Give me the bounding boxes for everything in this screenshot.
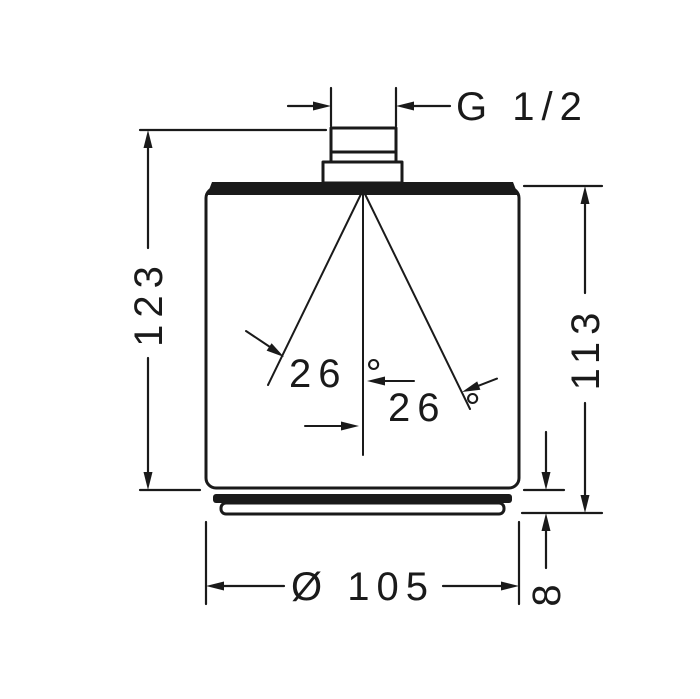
shower-top-face — [207, 182, 518, 195]
body-height-arrowhead-top-icon — [580, 186, 590, 204]
diameter-label: Ø 105 — [291, 565, 435, 609]
overall-height-label: 123 — [127, 259, 171, 347]
plate-height-label: 8 — [525, 577, 569, 606]
angle-left-arrowhead-icon — [266, 343, 284, 357]
angle-left-center-arrowhead-icon — [367, 376, 385, 386]
connector-nut — [329, 126, 398, 164]
dimension-body-height-group: 113 — [520, 184, 608, 515]
connector-flange — [321, 160, 404, 185]
spray-right-line — [362, 189, 471, 410]
plate-height-arrowhead-up-icon — [541, 513, 551, 531]
dimension-diameter-group: Ø 105 — [204, 520, 521, 609]
dimension-overall-height-group: 123 — [127, 128, 328, 492]
spray-angle-group: 26 ° 26 ° — [245, 189, 498, 456]
diameter-arrowhead-left-icon — [206, 581, 224, 591]
body-height-label: 113 — [564, 306, 608, 391]
spray-angle-right-label: 26 ° — [388, 386, 488, 430]
shower-body-group — [204, 126, 521, 516]
dimension-plate-height-group: 8 — [522, 430, 569, 607]
thread-arrowhead-right-icon — [396, 101, 414, 111]
plate-height-arrowhead-down-icon — [541, 472, 551, 490]
overall-height-arrowhead-bottom-icon — [143, 472, 153, 490]
angle-right-center-arrowhead-icon — [341, 421, 359, 431]
angle-left-arrow-line — [245, 330, 271, 348]
overall-height-arrowhead-top-icon — [143, 130, 153, 148]
angle-right-arrow-line — [477, 377, 498, 387]
diameter-arrowhead-right-icon — [501, 581, 519, 591]
spray-plate-band — [213, 494, 512, 503]
angle-right-arrowhead-icon — [462, 381, 481, 392]
thread-dimension-label: G 1/2 — [456, 85, 589, 129]
dimension-thread-group: G 1/2 — [286, 85, 589, 129]
body-height-arrowhead-bottom-icon — [580, 495, 590, 513]
spray-plate-disc — [219, 501, 506, 516]
spray-angle-left-label: 26 ° — [289, 352, 389, 396]
spray-left-line — [267, 189, 364, 386]
thread-arrowhead-left-icon — [313, 101, 331, 111]
